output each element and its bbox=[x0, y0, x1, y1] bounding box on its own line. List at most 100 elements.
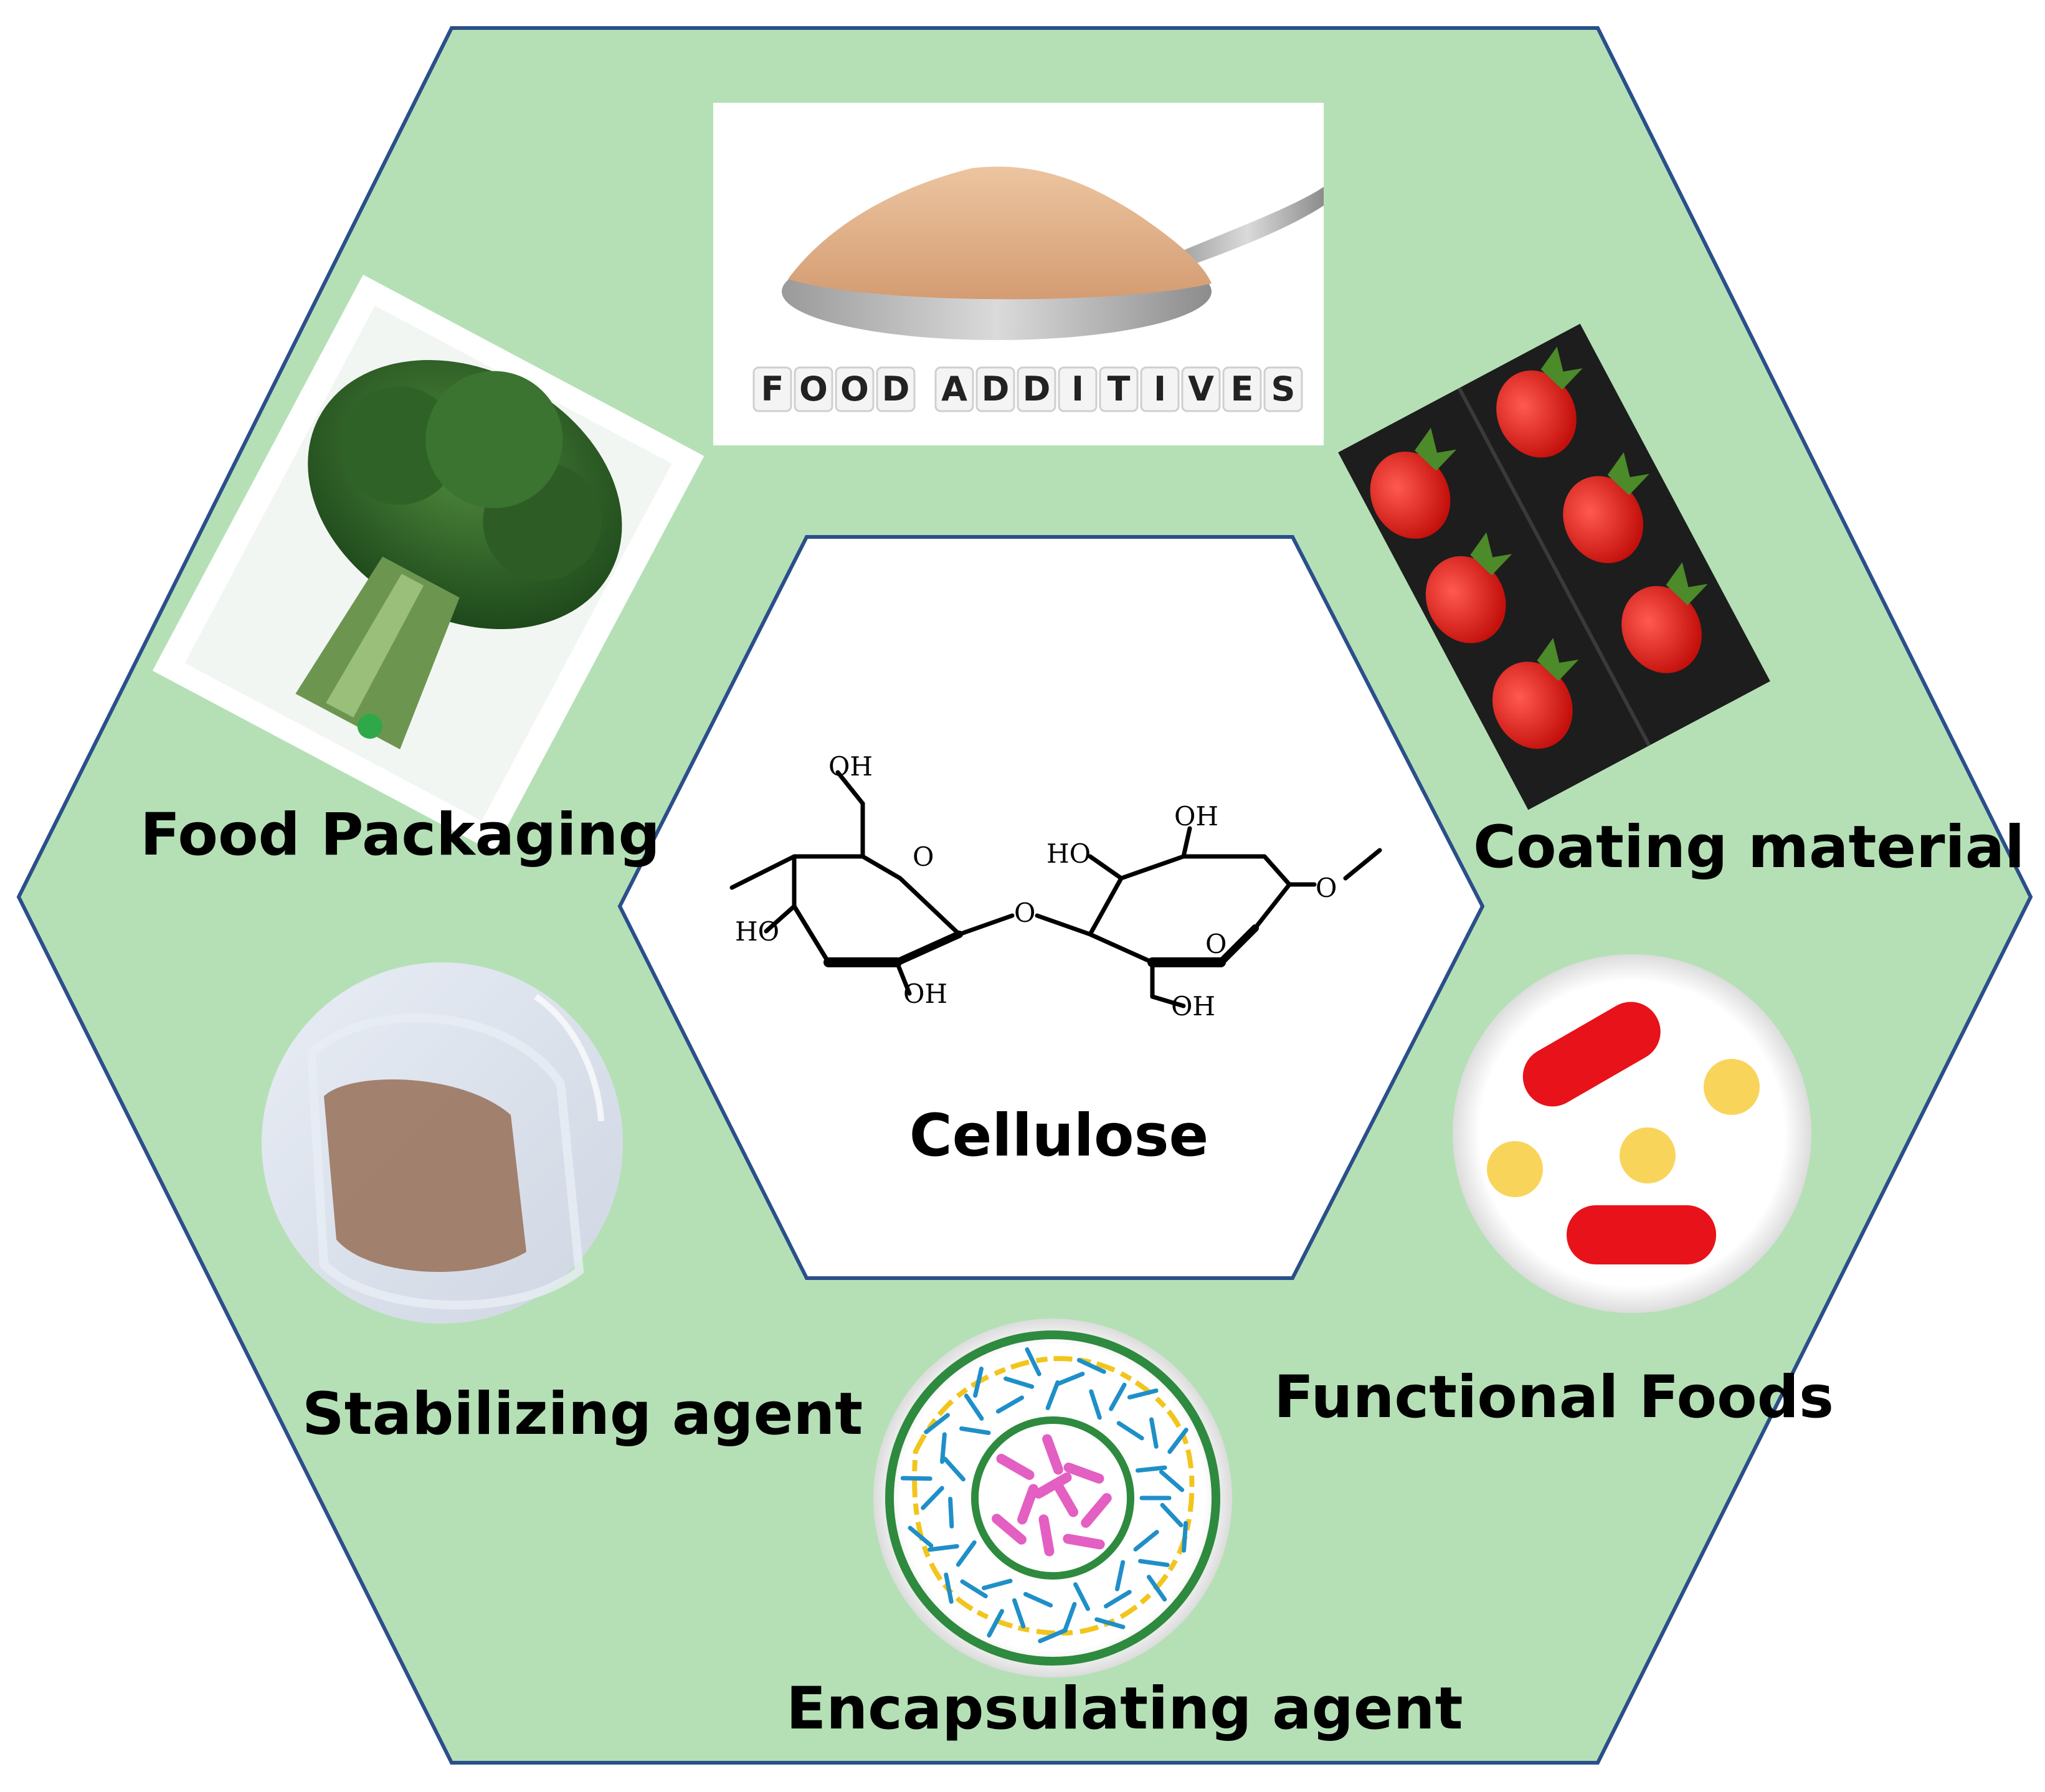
capsule-core-particle bbox=[1052, 1479, 1078, 1517]
capsule-fiber bbox=[973, 1367, 984, 1398]
letter-block bbox=[934, 366, 974, 412]
capsule-fiber bbox=[942, 1456, 966, 1482]
capsule-fiber bbox=[1004, 1376, 1035, 1389]
letter-block-text: D bbox=[882, 369, 910, 409]
strawberry bbox=[1496, 370, 1577, 458]
letter-block bbox=[975, 366, 1015, 412]
ho-label: HO bbox=[735, 916, 779, 947]
ring-oxygen-label: O bbox=[913, 841, 934, 872]
letter-block-text: D bbox=[982, 369, 1010, 409]
capsule-core-particle bbox=[1081, 1493, 1112, 1528]
capsule-fiber bbox=[987, 1609, 1005, 1638]
capsule-fiber bbox=[1146, 1575, 1167, 1602]
capsule-fiber bbox=[1109, 1382, 1127, 1411]
cellulose-atom-labels: OH O HO OH O HO OH O OH O bbox=[735, 751, 1337, 1022]
capsule-fiber bbox=[960, 1579, 988, 1599]
capsule-fiber bbox=[1063, 1601, 1077, 1633]
strawberry bbox=[1621, 585, 1702, 673]
letter-block-text: V bbox=[1188, 369, 1214, 409]
strawberry-leaf bbox=[1666, 562, 1708, 605]
ring-oxygen-label: O bbox=[1205, 929, 1227, 959]
encapsulating-agent-graphic bbox=[873, 1319, 1232, 1677]
letter-block bbox=[1263, 366, 1303, 412]
capsule-fiber bbox=[1160, 1502, 1184, 1528]
food-packaging-photo bbox=[152, 275, 705, 852]
ho-label: HO bbox=[1046, 838, 1091, 869]
strawberry bbox=[1492, 661, 1573, 749]
letter-block bbox=[1058, 366, 1098, 412]
strawberry bbox=[1370, 452, 1451, 539]
letter-block-text: I bbox=[1154, 369, 1166, 409]
capsule-fiber bbox=[1167, 1428, 1189, 1454]
cellulose-structure bbox=[729, 770, 1382, 1008]
capsule-core-particle bbox=[1017, 1484, 1038, 1525]
letter-block bbox=[794, 366, 833, 412]
chain-oxygen-label: O bbox=[1316, 873, 1337, 903]
capsule-fiber bbox=[928, 1543, 959, 1552]
capsule-fiber bbox=[1103, 1590, 1132, 1609]
food-packaging-label: Food Packaging bbox=[140, 801, 660, 869]
letter-block bbox=[1140, 366, 1180, 412]
functional-foods-photo bbox=[1453, 954, 1811, 1313]
capsule-core-particle bbox=[1042, 1434, 1063, 1475]
capsule-core-particle bbox=[1038, 1514, 1055, 1557]
letter-block bbox=[1222, 366, 1262, 412]
letter-block-text: A bbox=[941, 369, 967, 409]
capsule-fiber bbox=[964, 1393, 984, 1421]
capsule-fiber bbox=[956, 1540, 977, 1567]
strawberry bbox=[1563, 476, 1643, 564]
capsule-core-particle bbox=[1033, 1472, 1072, 1499]
coating-material-photo bbox=[1338, 323, 1770, 810]
capsule-fiber bbox=[1045, 1380, 1060, 1411]
capsule-fiber bbox=[908, 1525, 934, 1548]
capsule-fiber bbox=[1025, 1347, 1041, 1377]
strawberry-leaf bbox=[1607, 452, 1649, 496]
strawberry-leaf bbox=[1415, 427, 1457, 471]
coating-material-label: Coating material bbox=[1473, 813, 2024, 881]
capsule-fiber bbox=[1135, 1465, 1167, 1473]
oh-label: OH bbox=[828, 751, 873, 782]
oh-label: OH bbox=[1174, 801, 1218, 832]
capsule-core-particle bbox=[996, 1454, 1035, 1480]
bridge-oxygen-label: O bbox=[1014, 898, 1035, 928]
letter-block-text: F bbox=[761, 369, 784, 409]
capsule-fiber bbox=[1182, 1520, 1189, 1553]
stabilizing-agent-label: Stabilizing agent bbox=[302, 1380, 863, 1448]
letter-block-text: S bbox=[1271, 369, 1296, 409]
oh-label: OH bbox=[903, 979, 947, 1009]
letter-block bbox=[876, 366, 916, 412]
strawberry bbox=[1425, 556, 1506, 643]
strawberry-leaf bbox=[1540, 346, 1583, 390]
capsule-fiber bbox=[921, 1486, 944, 1510]
letter-block bbox=[1181, 366, 1221, 412]
capsule-fiber bbox=[924, 1413, 950, 1434]
capsule-fiber bbox=[1023, 1591, 1053, 1608]
capsule-fiber bbox=[1055, 1372, 1085, 1387]
encapsulating-agent-label: Encapsulating agent bbox=[786, 1675, 1463, 1743]
capsule-core-particle bbox=[1063, 1534, 1105, 1550]
capsule-fiber bbox=[900, 1476, 932, 1481]
capsule-fiber bbox=[1038, 1628, 1068, 1644]
stabilizing-agent-photo bbox=[262, 962, 623, 1324]
capsule-fiber bbox=[959, 1426, 991, 1435]
letter-block-text: O bbox=[799, 369, 828, 409]
letter-block bbox=[835, 366, 875, 412]
capsule-fiber bbox=[982, 1578, 1013, 1591]
capsule-fiber bbox=[944, 1572, 954, 1604]
center-label: Cellulose bbox=[909, 1102, 1209, 1170]
capsule-core-particle bbox=[1063, 1463, 1104, 1484]
letter-block-text: E bbox=[1231, 369, 1254, 409]
capsule-fiber bbox=[1116, 1421, 1144, 1441]
capsule-fiber bbox=[1094, 1617, 1126, 1629]
capsule-fiber bbox=[995, 1395, 1025, 1414]
capsule-fiber bbox=[1149, 1417, 1159, 1449]
letter-block-text: T bbox=[1108, 369, 1131, 409]
strawberry-leaf bbox=[1537, 638, 1579, 681]
letter-block bbox=[1099, 366, 1139, 412]
capsule-fiber bbox=[1138, 1558, 1170, 1567]
center-hexagon bbox=[617, 535, 1485, 1280]
functional-foods-label: Functional Foods bbox=[1274, 1363, 1834, 1431]
